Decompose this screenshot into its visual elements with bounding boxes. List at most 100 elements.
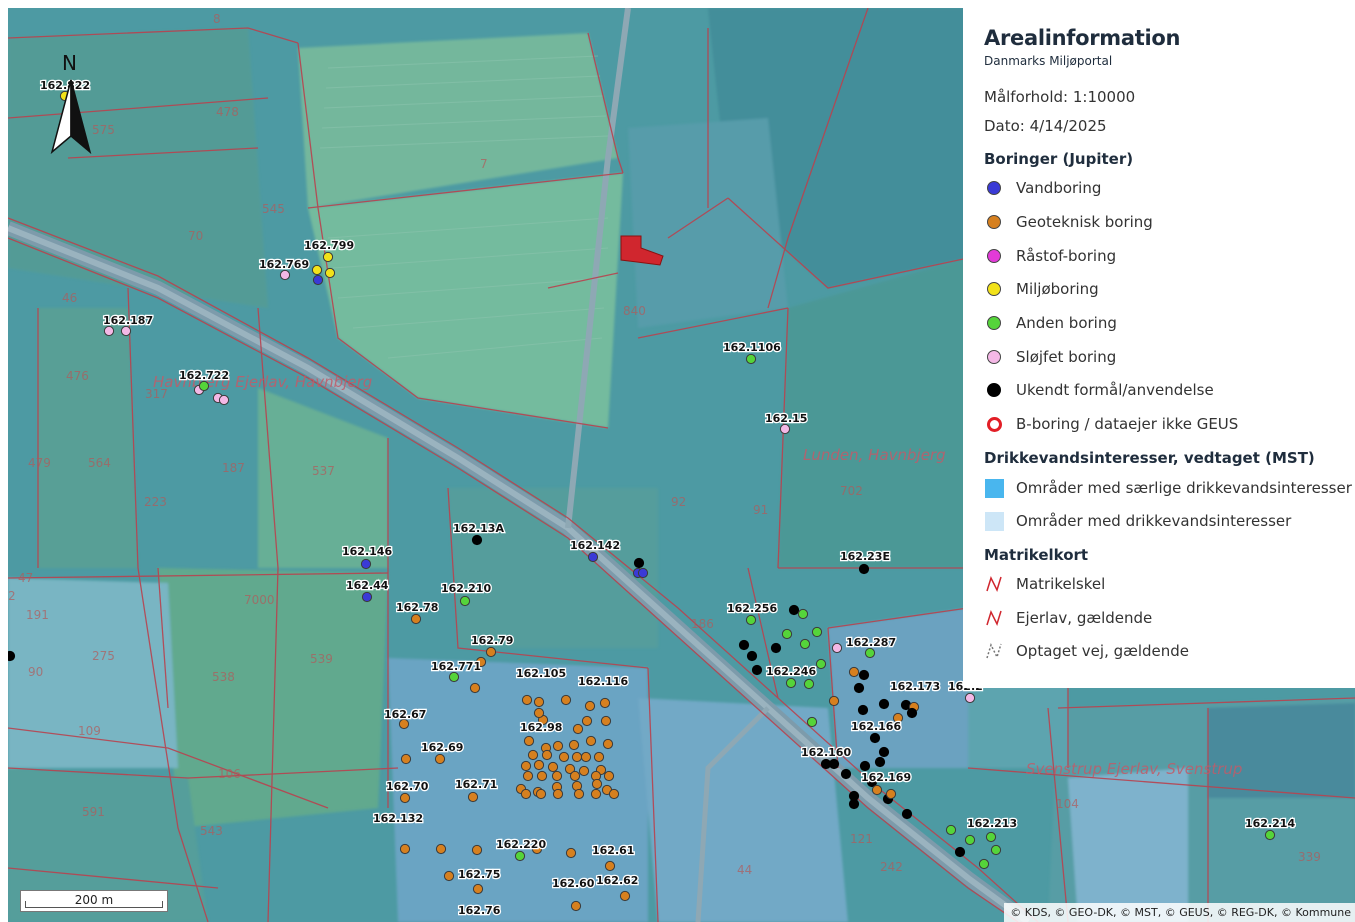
borehole-dot[interactable]: [324, 267, 336, 279]
borehole-dot[interactable]: [469, 682, 481, 694]
borehole-dot[interactable]: [853, 682, 865, 694]
borehole-dot[interactable]: [874, 756, 886, 768]
borehole-dot[interactable]: [738, 639, 750, 651]
borehole-dot[interactable]: [781, 628, 793, 640]
borehole-dot[interactable]: [840, 768, 852, 780]
borehole-dot[interactable]: [521, 694, 533, 706]
borehole-dot[interactable]: [985, 831, 997, 843]
borehole-dot[interactable]: [581, 715, 593, 727]
borehole-dot[interactable]: [1264, 829, 1276, 841]
borehole-dot[interactable]: [523, 735, 535, 747]
borehole-dot[interactable]: [578, 765, 590, 777]
borehole-dot[interactable]: [871, 784, 883, 796]
borehole-dot[interactable]: [472, 883, 484, 895]
borehole-dot[interactable]: [312, 274, 324, 286]
borehole-dot[interactable]: [828, 695, 840, 707]
borehole-dot[interactable]: [858, 669, 870, 681]
borehole-dot[interactable]: [541, 749, 553, 761]
borehole-dot[interactable]: [410, 613, 422, 625]
borehole-dot[interactable]: [857, 704, 869, 716]
borehole-dot[interactable]: [360, 558, 372, 570]
borehole-dot[interactable]: [533, 707, 545, 719]
borehole-dot[interactable]: [751, 664, 763, 676]
borehole-dot[interactable]: [806, 716, 818, 728]
borehole-dot[interactable]: [901, 808, 913, 820]
borehole-dot[interactable]: [866, 776, 878, 788]
borehole-dot[interactable]: [604, 860, 616, 872]
borehole-dot[interactable]: [565, 847, 577, 859]
borehole-dot[interactable]: [585, 735, 597, 747]
borehole-dot[interactable]: [978, 858, 990, 870]
borehole-dot[interactable]: [799, 638, 811, 650]
borehole-dot[interactable]: [571, 751, 583, 763]
borehole-dot[interactable]: [797, 608, 809, 620]
borehole-dot[interactable]: [633, 557, 645, 569]
borehole-dot[interactable]: [361, 591, 373, 603]
borehole-dot[interactable]: [746, 650, 758, 662]
borehole-dot[interactable]: [398, 718, 410, 730]
borehole-dot[interactable]: [964, 692, 976, 704]
borehole-dot[interactable]: [608, 788, 620, 800]
borehole-dot[interactable]: [322, 251, 334, 263]
borehole-dot[interactable]: [536, 770, 548, 782]
borehole-dot[interactable]: [600, 715, 612, 727]
borehole-dot[interactable]: [471, 534, 483, 546]
borehole-dot[interactable]: [572, 723, 584, 735]
borehole-dot[interactable]: [815, 658, 827, 670]
borehole-dot[interactable]: [279, 269, 291, 281]
borehole-dot[interactable]: [522, 770, 534, 782]
borehole-dot[interactable]: [551, 770, 563, 782]
borehole-dot[interactable]: [311, 264, 323, 276]
borehole-dot[interactable]: [514, 850, 526, 862]
borehole-dot[interactable]: [485, 646, 497, 658]
borehole-dot[interactable]: [531, 843, 543, 855]
borehole-dot[interactable]: [878, 698, 890, 710]
borehole-dot[interactable]: [859, 760, 871, 772]
borehole-points[interactable]: [8, 90, 1276, 912]
borehole-dot[interactable]: [399, 792, 411, 804]
borehole-dot[interactable]: [570, 900, 582, 912]
borehole-dot[interactable]: [527, 749, 539, 761]
borehole-dot[interactable]: [459, 595, 471, 607]
borehole-dot[interactable]: [120, 325, 132, 337]
borehole-dot[interactable]: [603, 770, 615, 782]
borehole-dot[interactable]: [599, 697, 611, 709]
borehole-dot[interactable]: [580, 751, 592, 763]
borehole-dot[interactable]: [520, 760, 532, 772]
borehole-dot[interactable]: [560, 694, 572, 706]
borehole-dot[interactable]: [811, 626, 823, 638]
borehole-dot[interactable]: [103, 325, 115, 337]
borehole-dot[interactable]: [964, 834, 976, 846]
borehole-dot[interactable]: [593, 751, 605, 763]
borehole-dot[interactable]: [619, 890, 631, 902]
borehole-dot[interactable]: [848, 798, 860, 810]
borehole-dot[interactable]: [569, 770, 581, 782]
borehole-dot[interactable]: [590, 788, 602, 800]
borehole-dot[interactable]: [434, 753, 446, 765]
borehole-dot[interactable]: [475, 656, 487, 668]
borehole-dot[interactable]: [587, 551, 599, 563]
borehole-dot[interactable]: [448, 671, 460, 683]
borehole-dot[interactable]: [906, 707, 918, 719]
borehole-dot[interactable]: [533, 696, 545, 708]
borehole-dot[interactable]: [745, 353, 757, 365]
borehole-dot[interactable]: [602, 738, 614, 750]
borehole-dot[interactable]: [400, 753, 412, 765]
borehole-dot[interactable]: [198, 380, 210, 392]
borehole-dot[interactable]: [785, 677, 797, 689]
borehole-dot[interactable]: [218, 394, 230, 406]
borehole-dot[interactable]: [435, 843, 447, 855]
borehole-dot[interactable]: [779, 423, 791, 435]
borehole-dot[interactable]: [892, 712, 904, 724]
borehole-dot[interactable]: [533, 759, 545, 771]
borehole-dot[interactable]: [467, 791, 479, 803]
borehole-dot[interactable]: [864, 647, 876, 659]
borehole-dot[interactable]: [869, 732, 881, 744]
borehole-dot[interactable]: [885, 788, 897, 800]
borehole-dot[interactable]: [878, 746, 890, 758]
borehole-dot[interactable]: [584, 700, 596, 712]
borehole-dot[interactable]: [945, 824, 957, 836]
highlighted-parcel[interactable]: [620, 235, 664, 266]
borehole-dot[interactable]: [552, 740, 564, 752]
borehole-dot[interactable]: [770, 642, 782, 654]
